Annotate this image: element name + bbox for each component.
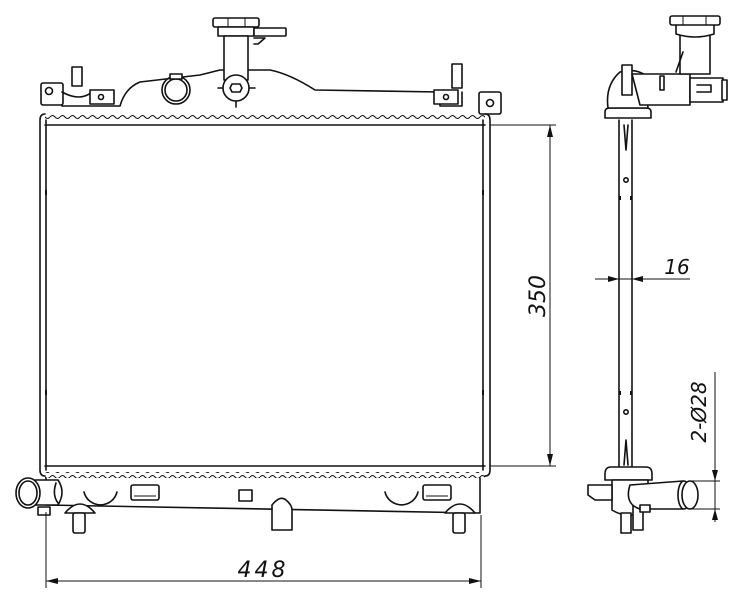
side-view <box>587 15 728 534</box>
top-right-bracket <box>433 63 502 115</box>
side-bottom-tank <box>587 466 720 534</box>
front-view <box>15 17 502 534</box>
dimension-thickness: 16 <box>595 255 690 282</box>
dimension-height-label: 350 <box>526 275 551 317</box>
filler-cap <box>212 17 287 108</box>
bottom-header-tabs <box>45 472 485 478</box>
dimension-width: 448 <box>45 512 482 588</box>
dimension-pipe-diameter: 2-Ø28 <box>687 372 718 522</box>
radiator-core <box>39 113 491 477</box>
dimension-width-label: 448 <box>238 558 289 583</box>
top-left-bracket <box>40 66 115 106</box>
top-header-tabs <box>45 114 485 120</box>
dimension-thickness-label: 16 <box>664 255 689 279</box>
dimension-height: 350 <box>490 124 556 467</box>
bottom-tank <box>45 477 481 534</box>
outlet-pipe <box>15 477 63 516</box>
top-ring-port <box>161 73 191 105</box>
dimension-pipe-diameter-label: 2-Ø28 <box>687 381 711 442</box>
side-top-tank <box>604 15 728 119</box>
